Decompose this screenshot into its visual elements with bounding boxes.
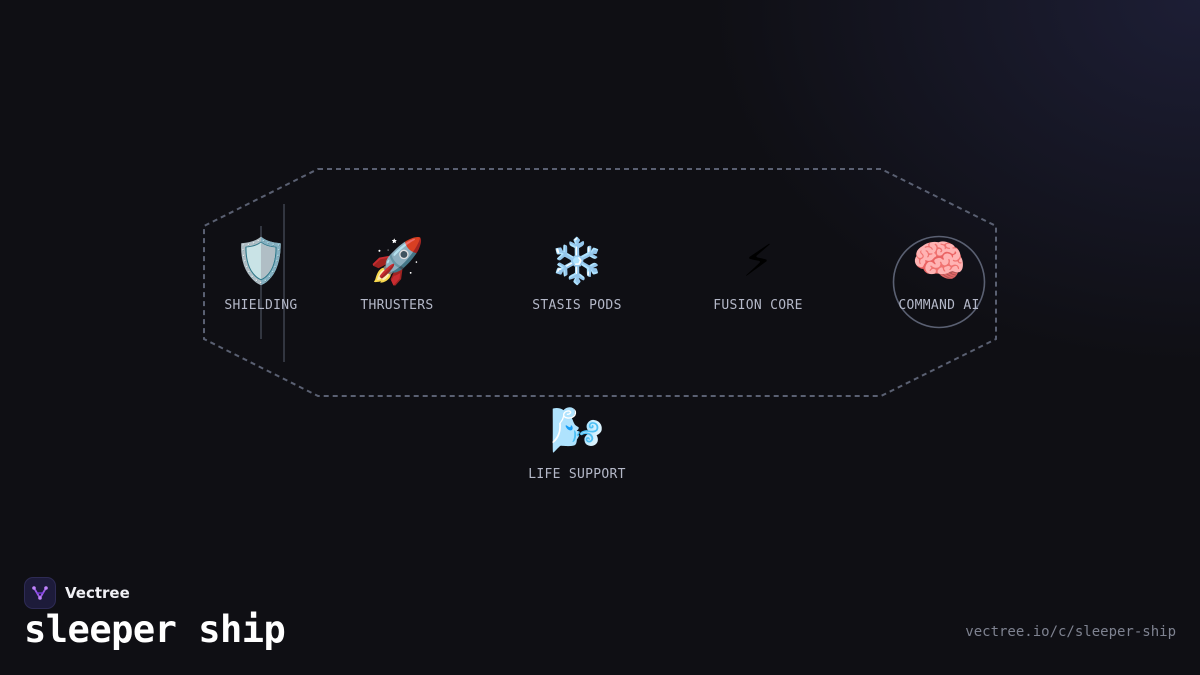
vectree-logo-icon <box>24 577 56 609</box>
node-label-thrusters: THRUSTERS <box>360 298 434 313</box>
node-life-support[interactable]: 🌬️ LIFE SUPPORT <box>507 405 647 482</box>
node-fusion-core[interactable]: ⚡ FUSION CORE <box>688 236 828 313</box>
node-label-fusion-core: FUSION CORE <box>713 298 803 313</box>
node-thrusters[interactable]: 🚀 THRUSTERS <box>327 236 467 313</box>
node-command-ai[interactable]: 🧠 COMMAND AI <box>869 236 1009 313</box>
command-ai-highlight-ring <box>892 235 986 329</box>
node-label-life-support: LIFE SUPPORT <box>528 467 626 482</box>
node-label-command-ai: COMMAND AI <box>898 298 980 313</box>
node-label-stasis-pods: STASIS PODS <box>532 298 622 313</box>
lightning-icon: ⚡ <box>742 236 774 287</box>
page-title: sleeper ship <box>24 608 286 651</box>
page-url[interactable]: vectree.io/c/sleeper-ship <box>965 624 1176 640</box>
rocket-icon: 🚀 <box>369 236 425 287</box>
node-stasis-pods[interactable]: ❄️ STASIS PODS <box>507 236 647 313</box>
shield-icon: 🛡️ <box>233 236 289 287</box>
node-shielding[interactable]: 🛡️ SHIELDING <box>191 236 331 313</box>
brand[interactable]: Vectree <box>24 577 130 609</box>
wind-face-icon: 🌬️ <box>549 405 605 456</box>
ship-hull-outline <box>203 168 997 397</box>
brand-name: Vectree <box>65 584 130 602</box>
node-label-shielding: SHIELDING <box>224 298 298 313</box>
snowflake-icon: ❄️ <box>549 236 605 287</box>
brain-icon: 🧠 <box>911 236 967 287</box>
